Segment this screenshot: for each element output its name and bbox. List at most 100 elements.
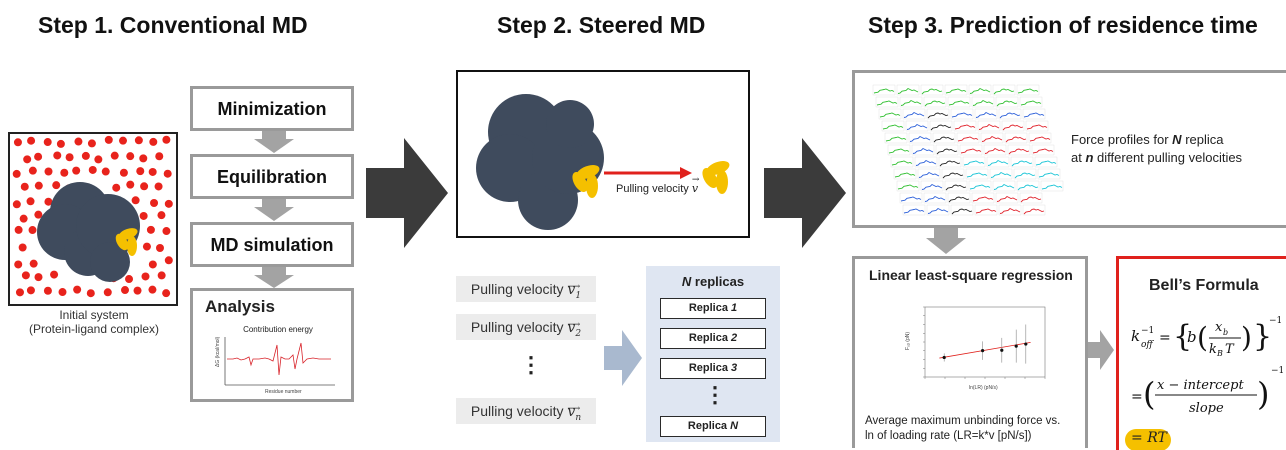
- force-profile-line: [1023, 112, 1045, 118]
- force-text-line-2: at n different pulling velocities: [1071, 149, 1242, 167]
- force-profile-line: [1005, 136, 1027, 143]
- solvent-dot: [110, 151, 119, 160]
- solvent-dot: [58, 288, 67, 297]
- pulling-velocity-2: Pulling velocity v2⟶: [456, 314, 596, 340]
- analysis-xlabel: Residue number: [265, 389, 302, 395]
- replicas-header: N replicas: [646, 274, 780, 289]
- force-profile-line: [909, 135, 931, 142]
- svg-text:k: k: [1131, 327, 1140, 345]
- bell-formula-equation: k −1 off = { b ( x b k B T ) } −1 = ( x …: [1131, 316, 1284, 416]
- minimization-box: Minimization: [190, 86, 354, 131]
- force-text-N: N: [1172, 132, 1182, 147]
- svg-text:(: (: [1197, 321, 1208, 354]
- svg-text:x − intercept: x − intercept: [1157, 378, 1244, 393]
- svg-text:T: T: [1225, 342, 1235, 357]
- svg-text:B: B: [1216, 349, 1223, 358]
- solvent-dot: [162, 289, 171, 298]
- force-profile-line: [996, 195, 1018, 202]
- pulling-velocity-label: Pulling velocity v→: [616, 175, 699, 195]
- force-text-a: Force profiles for: [1071, 132, 1169, 147]
- force-profile-line: [897, 87, 919, 94]
- rt-label: RT: [1147, 430, 1167, 446]
- data-point: [942, 355, 946, 360]
- force-profile-cell: [917, 168, 941, 180]
- force-profile-cell: [902, 108, 926, 120]
- solvent-dot: [146, 225, 155, 234]
- svg-text:): ): [1241, 321, 1252, 354]
- bell-title: Bell’s Formula: [1149, 277, 1259, 294]
- solvent-dot: [81, 151, 90, 160]
- force-profile-cell: [899, 96, 923, 108]
- force-profile-cell: [944, 84, 968, 96]
- svg-text:off: off: [1141, 340, 1154, 350]
- force-profile-line: [939, 160, 961, 167]
- solvent-dot: [162, 135, 171, 144]
- solvent-dot: [72, 166, 81, 175]
- replica-name: Replica: [687, 420, 728, 432]
- force-profile-cell: [875, 96, 899, 108]
- force-profile-cell: [935, 144, 959, 156]
- force-profile-cell: [968, 84, 992, 96]
- force-profile-cell: [1019, 192, 1043, 204]
- force-profile-line: [1035, 160, 1057, 166]
- protein-shape: [476, 94, 604, 230]
- rt-formula: = RT: [1131, 430, 1167, 446]
- solvent-dot: [118, 136, 127, 145]
- solvent-dot: [19, 214, 28, 223]
- force-profile-line: [1017, 184, 1039, 191]
- pvn-subscript: n: [575, 412, 582, 423]
- force-profile-cell: [1004, 132, 1028, 144]
- force-profile-line: [963, 160, 985, 166]
- force-profile-cell: [989, 168, 1013, 180]
- force-profile-line: [891, 160, 913, 166]
- replica-name: Replica: [688, 302, 728, 314]
- force-profile-line: [1014, 172, 1036, 179]
- force-profile-line: [1041, 184, 1063, 190]
- force-profile-cell: [968, 180, 992, 192]
- svg-text:slope: slope: [1189, 401, 1224, 416]
- big-arrow-step2-to-step3: [764, 138, 846, 248]
- system-caption-2: (Protein-ligand complex): [28, 322, 160, 336]
- force-profile-line: [975, 111, 997, 118]
- force-profile-cell: [1022, 108, 1046, 120]
- solvent-dot: [134, 136, 143, 145]
- ligand-bound-shape: [572, 165, 600, 198]
- solvent-dot: [73, 285, 82, 294]
- pulling-velocity-1: Pulling velocity v1⟶: [456, 276, 596, 302]
- force-profile-line: [957, 136, 979, 142]
- down-arrow-icon: [254, 267, 294, 288]
- force-profile-line: [918, 171, 940, 178]
- initial-system-box: [8, 132, 178, 306]
- force-profile-cell: [926, 108, 950, 120]
- pvn-text: Pulling velocity: [470, 403, 564, 419]
- force-profile-cell: [971, 192, 995, 204]
- force-profile-cell: [992, 180, 1016, 192]
- solvent-dot: [15, 288, 24, 297]
- regression-caption-2: ln of loading rate (LR=k*v [pN/s]): [865, 430, 1032, 442]
- solvent-dot: [139, 154, 148, 163]
- force-profile-cell: [1025, 120, 1049, 132]
- solvent-dot: [148, 167, 157, 176]
- force-profile-line: [924, 195, 946, 202]
- force-profile-line: [993, 88, 1015, 95]
- force-profile-cell: [980, 132, 1004, 144]
- force-text-c: at: [1071, 150, 1082, 165]
- solvent-dot: [141, 272, 150, 281]
- force-profile-line: [897, 184, 919, 190]
- solvent-dot: [34, 181, 43, 190]
- replica-index: 3: [731, 362, 738, 374]
- replicas-panel: N replicas Replica 1 Replica 2 Replica 3…: [646, 266, 780, 442]
- force-text-line-1: Force profiles for N replica: [1071, 131, 1242, 149]
- solvent-dot: [88, 165, 97, 174]
- force-profile-line: [885, 136, 907, 142]
- solvent-molecules: [12, 135, 173, 298]
- force-profile-cell: [878, 108, 902, 120]
- rt-highlight: [1125, 429, 1171, 450]
- solvent-dot: [155, 244, 164, 253]
- solvent-dot: [101, 167, 110, 176]
- force-profile-line: [879, 112, 901, 118]
- protein-shape: [37, 182, 140, 282]
- force-profile-cell: [905, 120, 929, 132]
- force-profile-cell: [956, 132, 980, 144]
- solvent-dot: [155, 152, 164, 161]
